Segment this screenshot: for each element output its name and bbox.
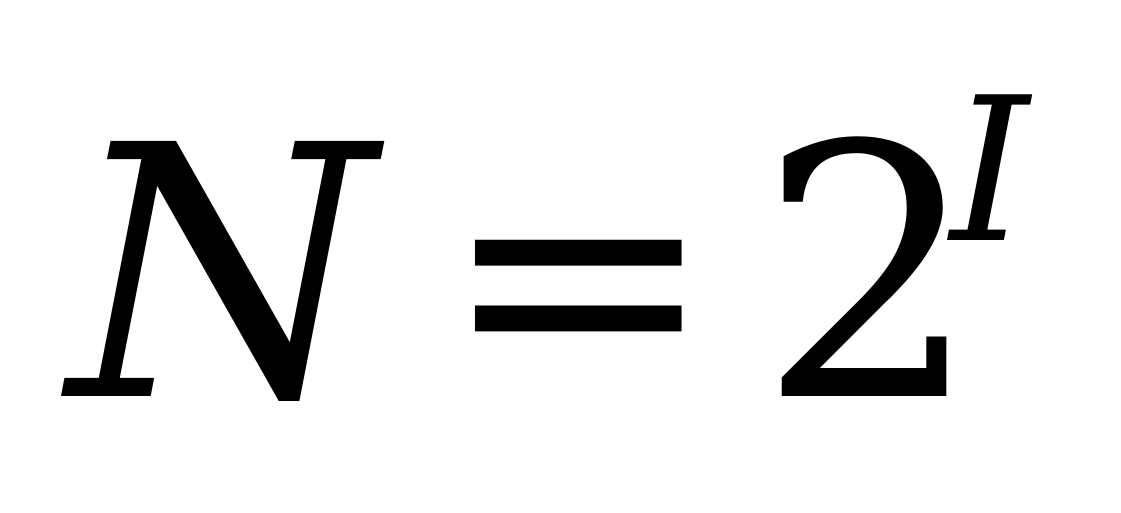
exponent-i: I xyxy=(950,55,1030,288)
base-number: 2 xyxy=(758,71,981,479)
variable-n: N xyxy=(68,71,375,479)
equals-sign: = xyxy=(440,83,717,467)
